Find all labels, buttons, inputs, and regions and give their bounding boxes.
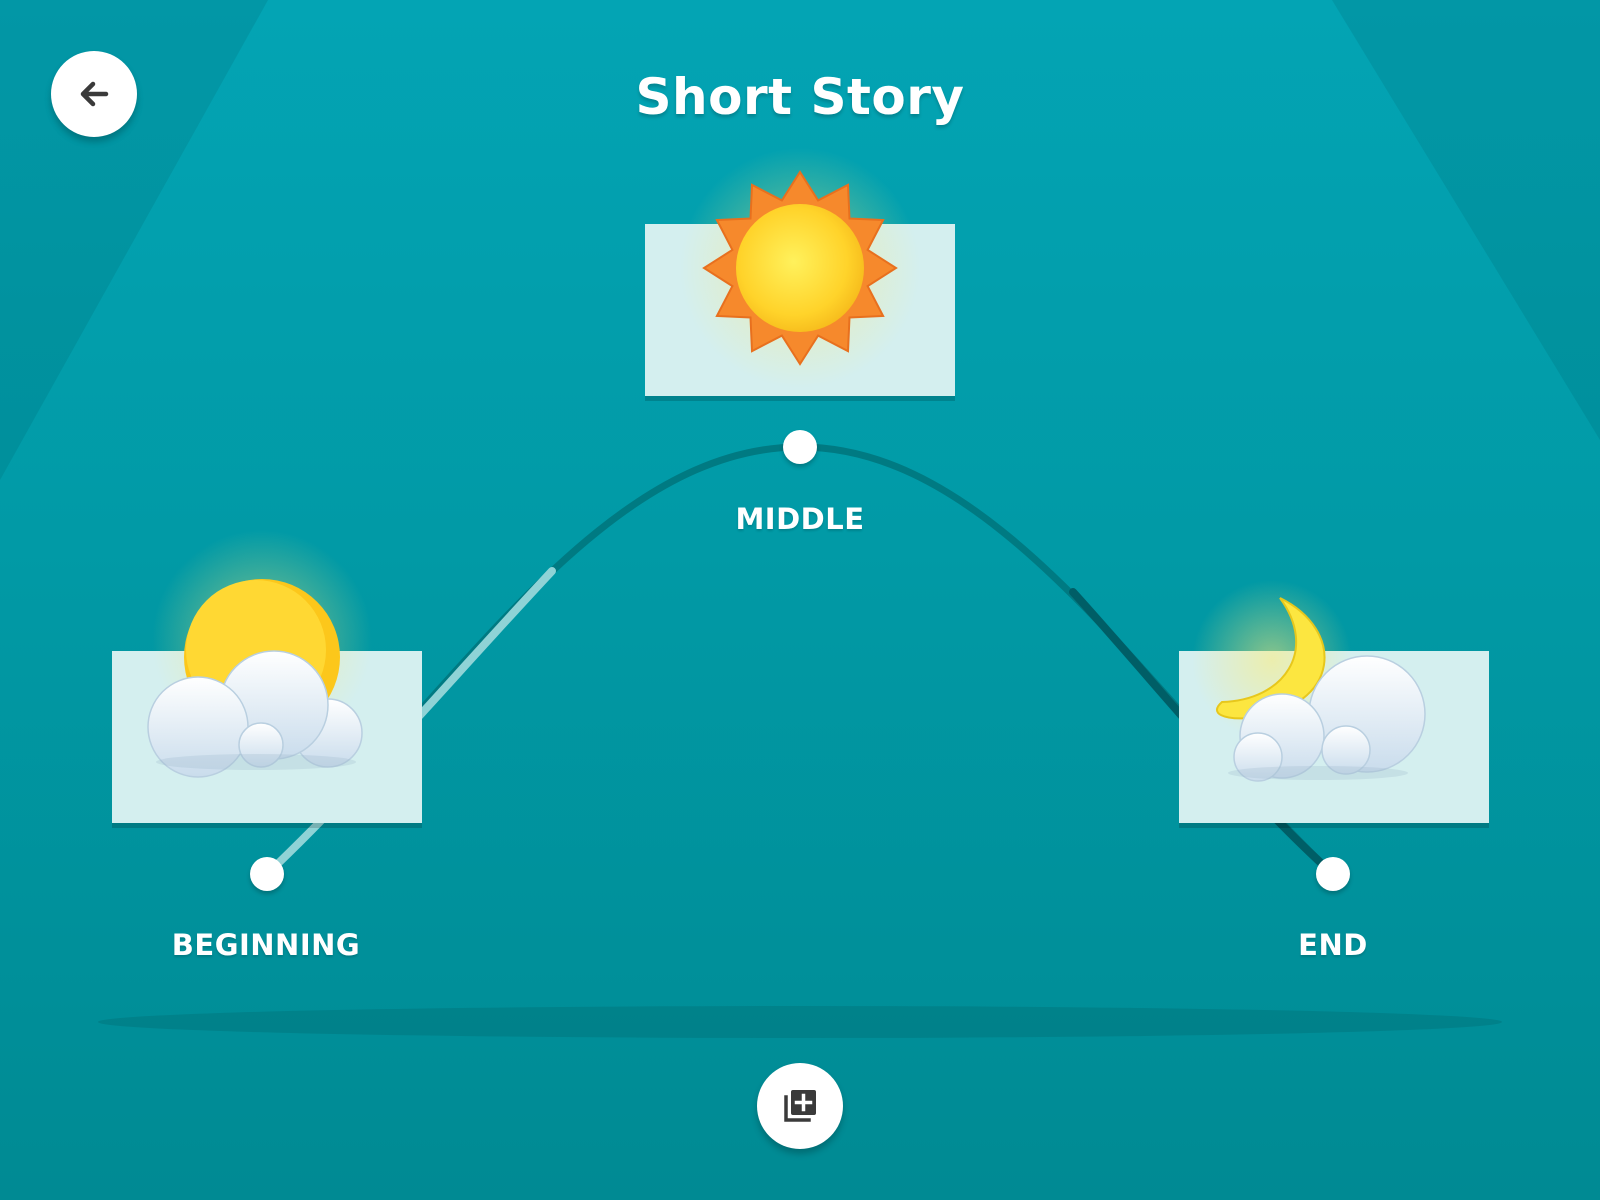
beginning-label: BEGINNING xyxy=(171,928,361,962)
middle-card[interactable] xyxy=(645,224,955,396)
page-title: Short Story xyxy=(635,68,965,126)
middle-node[interactable] xyxy=(783,430,817,464)
ground-shadow xyxy=(98,1006,1502,1038)
end-node[interactable] xyxy=(1316,857,1350,891)
add-scene-button[interactable] xyxy=(757,1063,843,1149)
add-to-library-icon xyxy=(784,1090,816,1122)
arrow-left-icon xyxy=(80,81,109,107)
beginning-card[interactable] xyxy=(112,651,422,823)
end-label: END xyxy=(1298,928,1368,962)
end-card[interactable] xyxy=(1179,651,1489,823)
back-button[interactable] xyxy=(51,51,137,137)
middle-label: MIDDLE xyxy=(735,502,865,536)
beginning-node[interactable] xyxy=(250,857,284,891)
